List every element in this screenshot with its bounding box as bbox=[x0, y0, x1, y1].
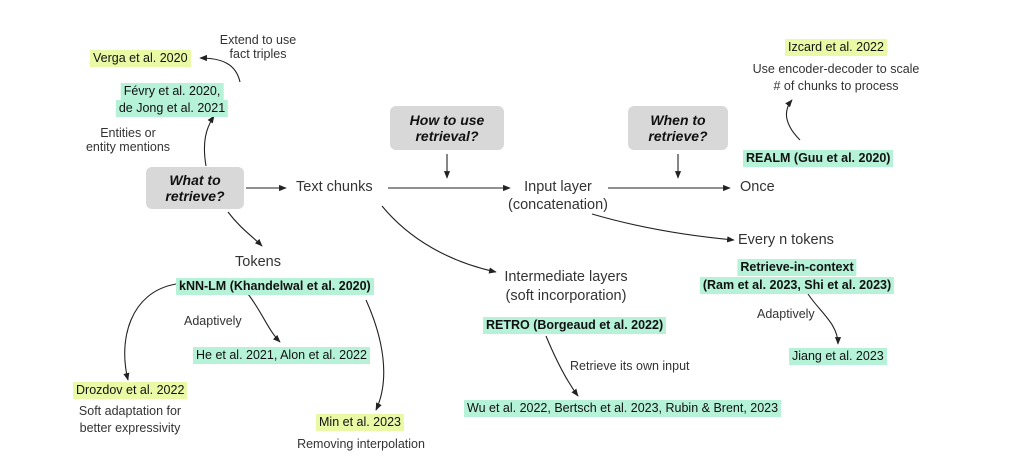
arrow-knnlm-to-min bbox=[365, 299, 385, 411]
citation-izcard: Izcard et al. 2022 bbox=[785, 39, 887, 56]
node-text-chunks: Text chunks bbox=[296, 179, 373, 195]
label-entities: Entities or bbox=[100, 126, 156, 140]
arrow-what-to-tokens bbox=[227, 211, 263, 247]
citation-verga: Verga et al. 2020 bbox=[90, 50, 191, 67]
label-extend: Extend to use bbox=[219, 33, 297, 47]
how-to-use-retrieval-box: How to use retrieval? bbox=[390, 106, 504, 150]
arrow-ric-to-jiang bbox=[807, 293, 842, 345]
citation-retrieve-in-context: Retrieve-in-context bbox=[737, 259, 857, 276]
arrow-fevry-to-verga bbox=[199, 54, 241, 83]
label-soft-adaptation: Soft adaptation for bbox=[78, 404, 182, 418]
citation-ram-shi: (Ram et al. 2023, Shi et al. 2023) bbox=[699, 277, 895, 294]
when-to-retrieve-box: When to retrieve? bbox=[628, 106, 728, 150]
citation-wu-bertsch-rubin: Wu et al. 2022, Bertsch et al. 2023, Rub… bbox=[464, 400, 782, 417]
citation-realm: REALM (Guu et al. 2020) bbox=[743, 150, 894, 167]
label-encoder-decoder-2: # of chunks to process bbox=[773, 79, 899, 93]
citation-retro: RETRO (Borgeaud et al. 2022) bbox=[483, 317, 667, 334]
label-removing-interpolation: Removing interpolation bbox=[297, 437, 425, 451]
label-adaptively-right: Adaptively bbox=[757, 307, 815, 321]
node-intermediate-layers-sub: (soft incorporation) bbox=[505, 288, 627, 304]
citation-de-jong: de Jong et al. 2021 bbox=[115, 100, 229, 117]
how-to-use-retrieval-label: How to use retrieval? bbox=[409, 111, 485, 144]
arrow-input-layer-to-every-n bbox=[591, 213, 735, 243]
citation-drozdov: Drozdov et al. 2022 bbox=[73, 382, 188, 399]
citation-min: Min et al. 2023 bbox=[316, 414, 404, 431]
citation-fevry: Févry et al. 2020, bbox=[120, 83, 224, 100]
citation-he-alon: He et al. 2021, Alon et al. 2022 bbox=[193, 347, 370, 364]
arrow-what-to-fevry bbox=[203, 115, 215, 167]
node-tokens: Tokens bbox=[235, 254, 281, 270]
what-to-retrieve-box: What to retrieve? bbox=[146, 167, 244, 209]
label-entities-2: entity mentions bbox=[85, 140, 171, 154]
arrow-knnlm-to-drozdov bbox=[123, 283, 177, 381]
node-input-layer-sub: (concatenation) bbox=[508, 197, 608, 213]
citation-knn-lm: kNN-LM (Khandelwal et al. 2020) bbox=[176, 278, 374, 295]
arrow-retro-to-wu bbox=[545, 335, 579, 397]
label-encoder-decoder: Use encoder-decoder to scale bbox=[752, 62, 920, 76]
arrow-text-chunks-to-intermediate bbox=[381, 205, 497, 274]
arrow-realm-to-izcard bbox=[785, 99, 801, 141]
node-intermediate-layers: Intermediate layers bbox=[504, 269, 628, 285]
arrow-knnlm-to-he bbox=[247, 293, 281, 343]
label-adaptively-left: Adaptively bbox=[184, 314, 242, 328]
label-retrieve-own-input: Retrieve its own input bbox=[570, 359, 690, 373]
node-input-layer: Input layer bbox=[524, 179, 592, 195]
what-to-retrieve-label: What to retrieve? bbox=[165, 171, 225, 204]
label-soft-adaptation-2: better expressivity bbox=[79, 421, 181, 435]
node-every-n-tokens: Every n tokens bbox=[738, 232, 834, 248]
node-once: Once bbox=[740, 179, 775, 195]
citation-jiang: Jiang et al. 2023 bbox=[789, 348, 887, 365]
label-extend-2: fact triples bbox=[229, 47, 287, 61]
when-to-retrieve-label: When to retrieve? bbox=[648, 111, 708, 144]
